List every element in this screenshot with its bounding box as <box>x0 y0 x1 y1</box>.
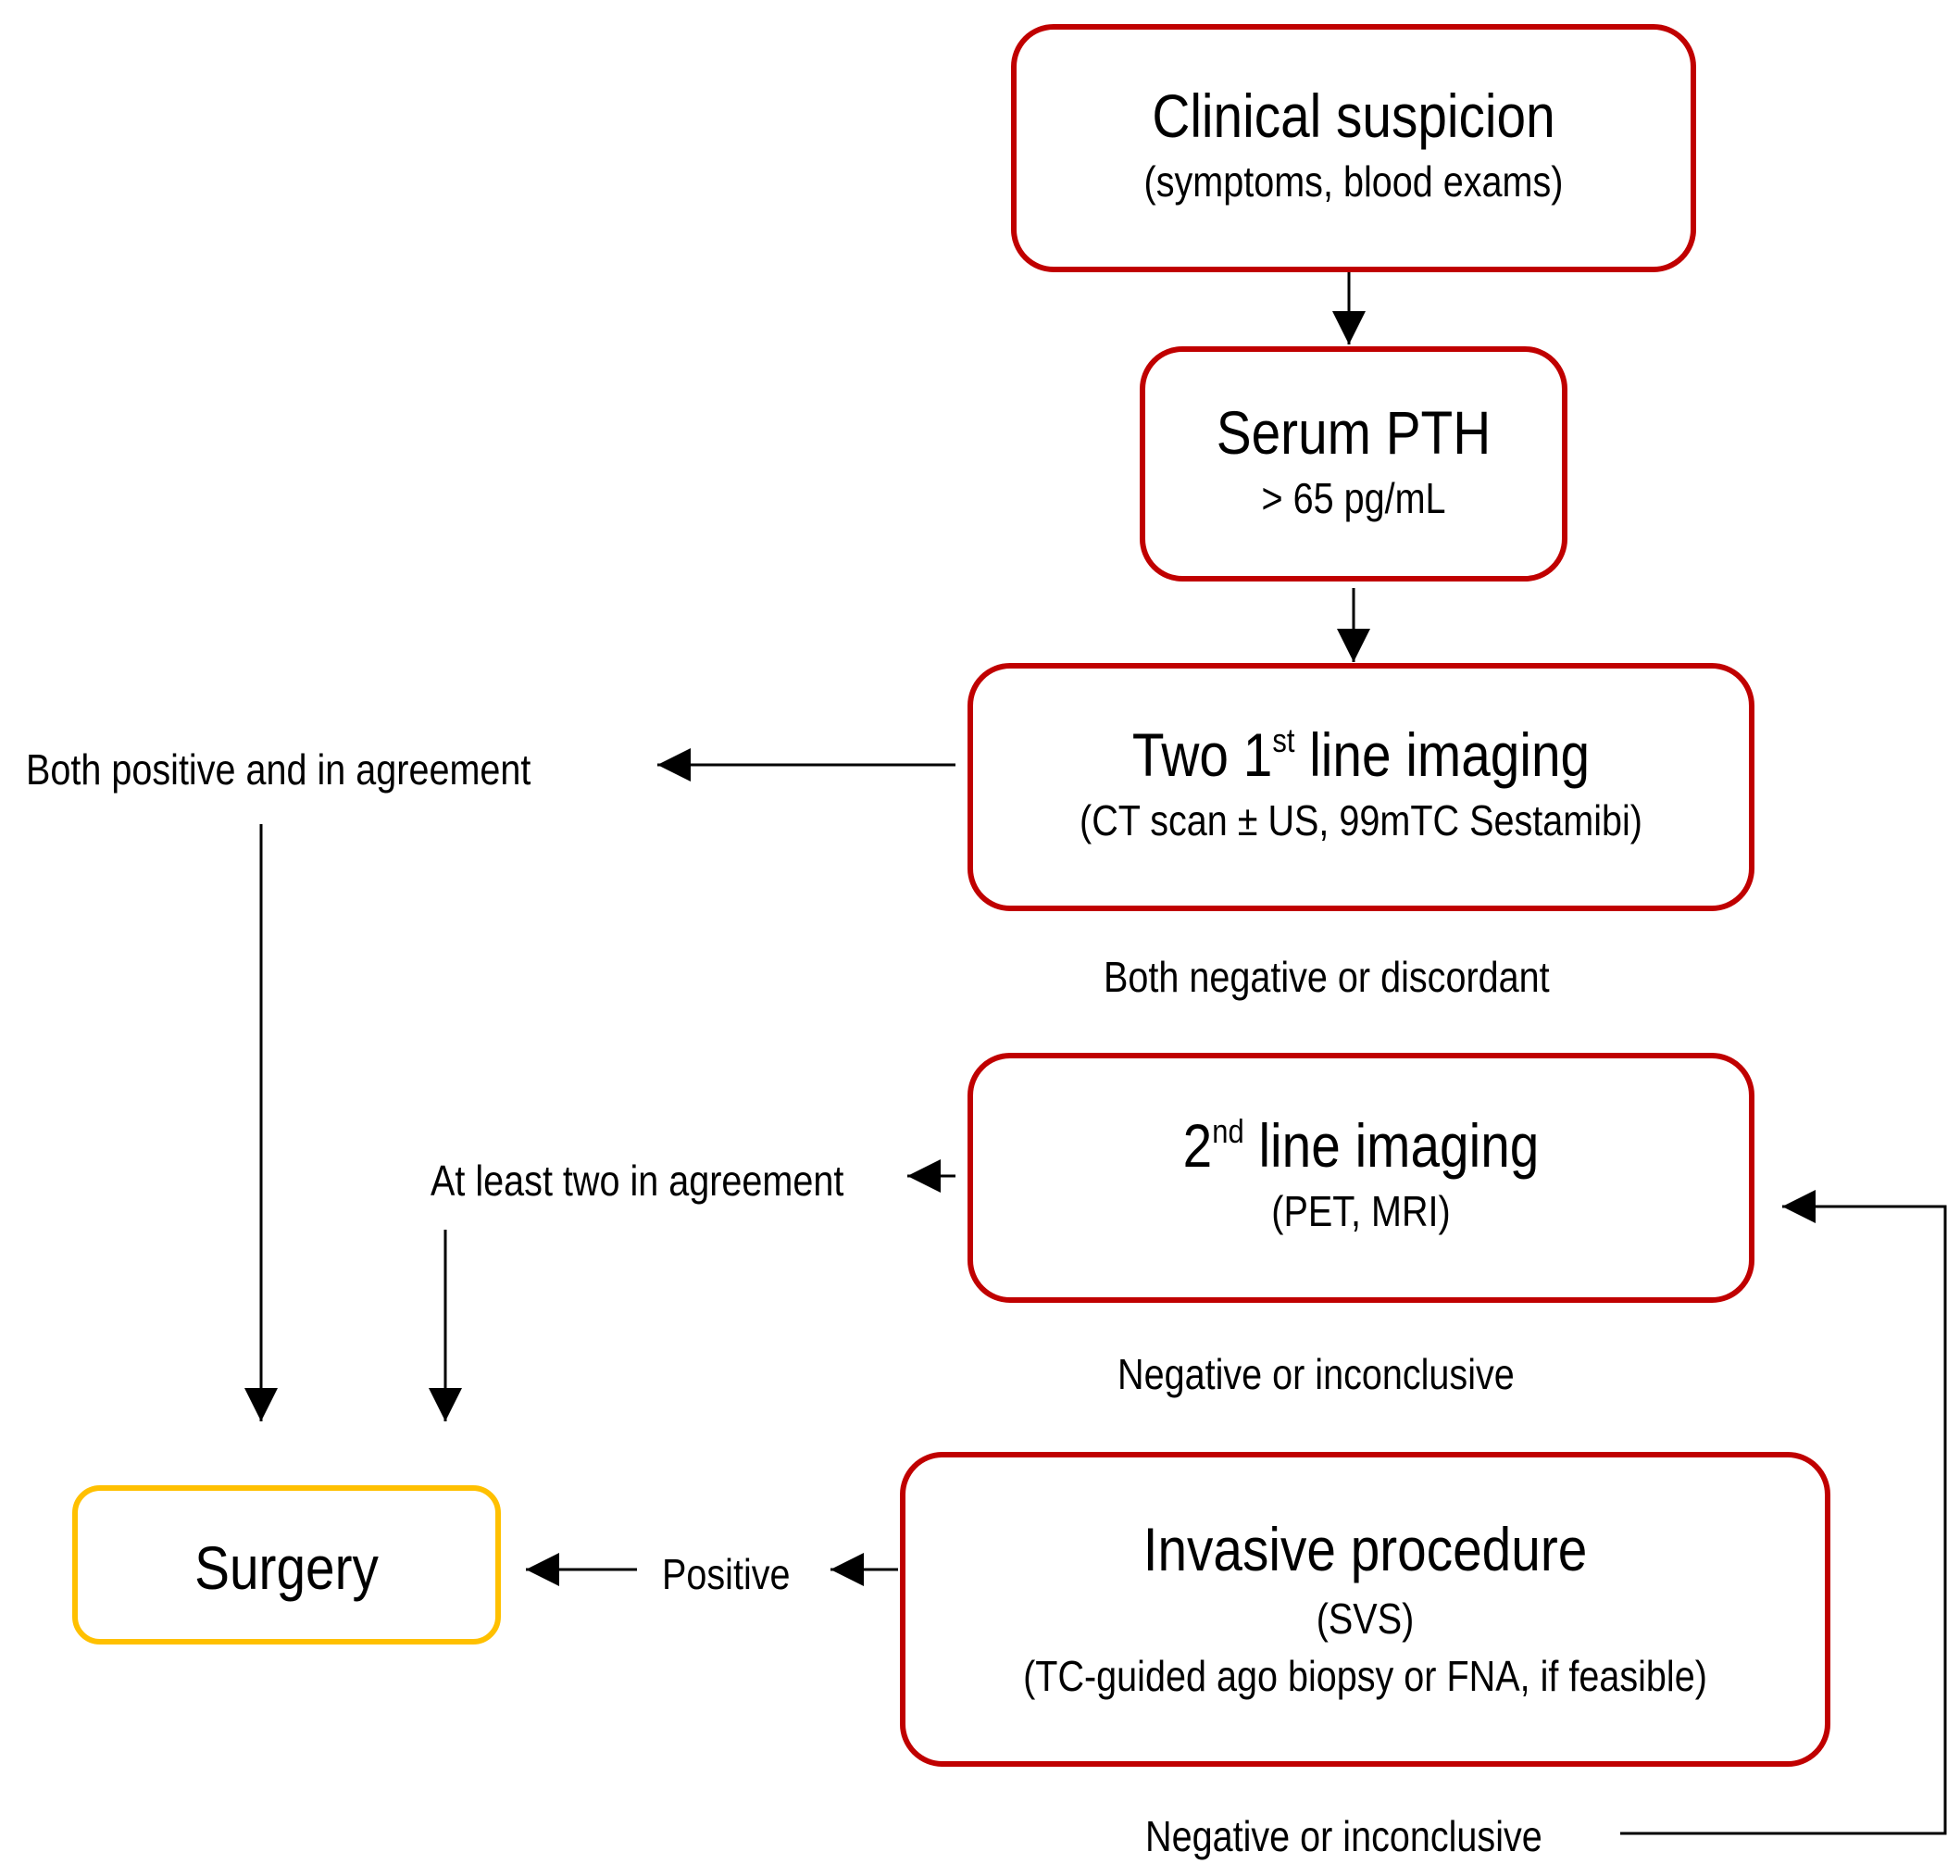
label-positive: Positive <box>662 1550 791 1598</box>
label-negative-inconclusive-1: Negative or inconclusive <box>1117 1350 1515 1398</box>
node-subtitle: (CT scan ± US, 99mTC Sestamibi) <box>1080 796 1642 845</box>
label-both-negative: Both negative or discordant <box>1104 953 1550 1001</box>
label-both-positive: Both positive and in agreement <box>26 745 531 794</box>
node-title: Serum PTH <box>1216 398 1492 467</box>
node-second-line-imaging: 2nd line imaging (PET, MRI) <box>968 1053 1754 1303</box>
node-invasive-procedure: Invasive procedure (SVS) (TC-guided ago … <box>900 1452 1830 1767</box>
node-title: Two 1st line imaging <box>1131 720 1591 789</box>
node-first-line-imaging: Two 1st line imaging (CT scan ± US, 99mT… <box>968 663 1754 911</box>
node-clinical-suspicion: Clinical suspicion (symptoms, blood exam… <box>1011 24 1696 272</box>
node-title: Invasive procedure <box>1142 1515 1588 1583</box>
arrow-negative-loop-to-second-line <box>1620 1190 1947 1835</box>
node-surgery: Surgery <box>72 1485 501 1645</box>
node-subtitle-2: (TC-guided ago biopsy or FNA, if feasibl… <box>1023 1652 1707 1701</box>
node-title: 2nd line imaging <box>1182 1111 1540 1180</box>
label-at-least-two: At least two in agreement <box>431 1157 844 1205</box>
label-negative-inconclusive-2: Negative or inconclusive <box>1145 1812 1542 1860</box>
node-subtitle: (PET, MRI) <box>1271 1187 1451 1236</box>
node-subtitle: > 65 pg/mL <box>1261 474 1446 523</box>
node-subtitle: (symptoms, blood exams) <box>1143 157 1564 206</box>
node-title: Clinical suspicion <box>1152 81 1555 150</box>
node-subtitle: (SVS) <box>1316 1595 1415 1644</box>
node-serum-pth: Serum PTH > 65 pg/mL <box>1140 346 1567 582</box>
node-title: Surgery <box>194 1533 379 1602</box>
